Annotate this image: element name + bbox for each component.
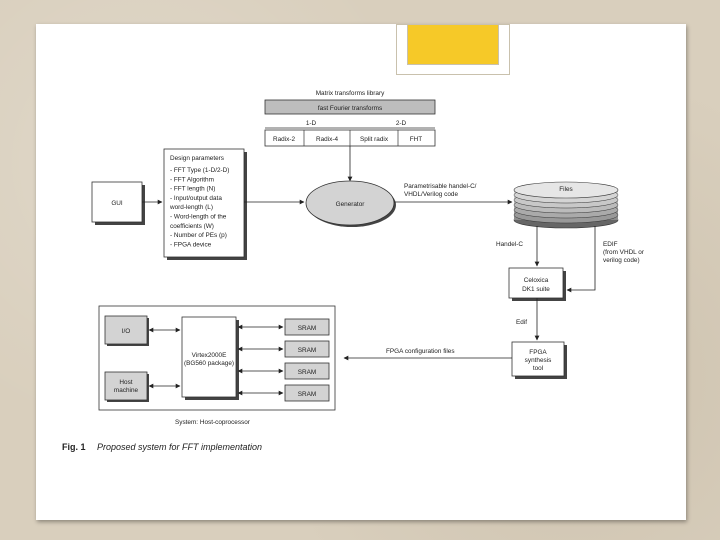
sram-box (284, 384, 330, 402)
library-header-box (264, 99, 436, 115)
param-code-line-1: Parametrisable handel-C/ (404, 183, 477, 190)
generator-ellipse (305, 180, 395, 226)
system-label: System: Host-coprocessor (175, 419, 251, 426)
sram-box (284, 318, 330, 336)
library-header: fast Fourier transforms (318, 105, 382, 112)
library-title: Matrix transforms library (316, 90, 385, 97)
edif-line-1: EDIF (603, 241, 618, 248)
design-param-line: - Number of PEs (p) (170, 232, 227, 239)
design-param-line: word-length (L) (169, 204, 213, 211)
fpga-tool-line-3: tool (533, 365, 543, 372)
gui-label: GUI (111, 200, 123, 207)
sram-group: SRAM SRAM SRAM SRAM (237, 318, 330, 402)
celoxica-line-2: DK1 suite (522, 286, 550, 293)
files-stack (513, 181, 619, 229)
design-params-title: Design parameters (170, 155, 224, 162)
library-cell-radix4: Radix-4 (316, 136, 338, 143)
sram-box (284, 362, 330, 380)
host-line-1: Host (119, 379, 132, 386)
chip-line-1: Virtex2000E (192, 352, 227, 359)
sram-label: SRAM (298, 347, 316, 354)
fpga-tool-line-2: synthesis (525, 357, 552, 364)
design-param-line: - Word-length of the (170, 214, 227, 221)
sram-box (284, 340, 330, 358)
design-param-line: - FFT Algorithm (170, 176, 214, 183)
fpga-tool-box (511, 341, 565, 377)
edif-line-3: verilog code) (603, 257, 640, 264)
handelc-label: Handel-C (496, 241, 523, 248)
files-label: Files (559, 186, 573, 193)
library-cell-fht: FHT (410, 136, 423, 143)
io-box (104, 315, 148, 345)
library-cell-split-radix: Split radix (360, 136, 389, 143)
library-cell-radix2: Radix-2 (273, 136, 295, 143)
design-params-box (163, 148, 245, 258)
design-param-line: - FFT Type (1-D/2-D) (170, 167, 229, 174)
figure-number: Fig. 1 (62, 442, 86, 452)
generator-label: Generator (336, 201, 366, 208)
celoxica-line-1: Celoxica (524, 277, 549, 284)
config-files-label: FPGA configuration files (386, 348, 455, 355)
fpga-tool-line-1: FPGA (529, 349, 547, 356)
library-1d-label: 1-D (306, 120, 317, 127)
param-code-line-2: VHDL/Verilog code (404, 191, 458, 198)
design-param-line: - FFT length (N) (170, 186, 215, 193)
host-box (104, 371, 148, 401)
accent-frame (396, 24, 510, 75)
accent-box (407, 25, 499, 65)
design-param-line: coefficients (W) (170, 223, 214, 230)
celoxica-box (508, 267, 564, 299)
design-param-line: - Input/output data (170, 195, 222, 202)
design-param-line: - FPGA device (170, 241, 212, 248)
figure-caption: Proposed system for FFT implementation (97, 442, 262, 452)
design-params-list: - FFT Type (1-D/2-D) - FFT Algorithm - FFT… (169, 167, 229, 248)
gui-box (91, 181, 143, 223)
host-line-2: machine (114, 387, 139, 394)
sram-label: SRAM (298, 369, 316, 376)
sram-label: SRAM (298, 391, 316, 398)
chip-box (181, 316, 237, 398)
chip-line-2: (BG560 package) (184, 360, 234, 367)
library-2d-label: 2-D (396, 120, 407, 127)
edif-path-arrow (566, 226, 596, 293)
io-label: I/O (122, 328, 131, 335)
sram-label: SRAM (298, 325, 316, 332)
edif-label: Edif (516, 319, 527, 326)
edif-line-2: (from VHDL or (603, 249, 645, 256)
